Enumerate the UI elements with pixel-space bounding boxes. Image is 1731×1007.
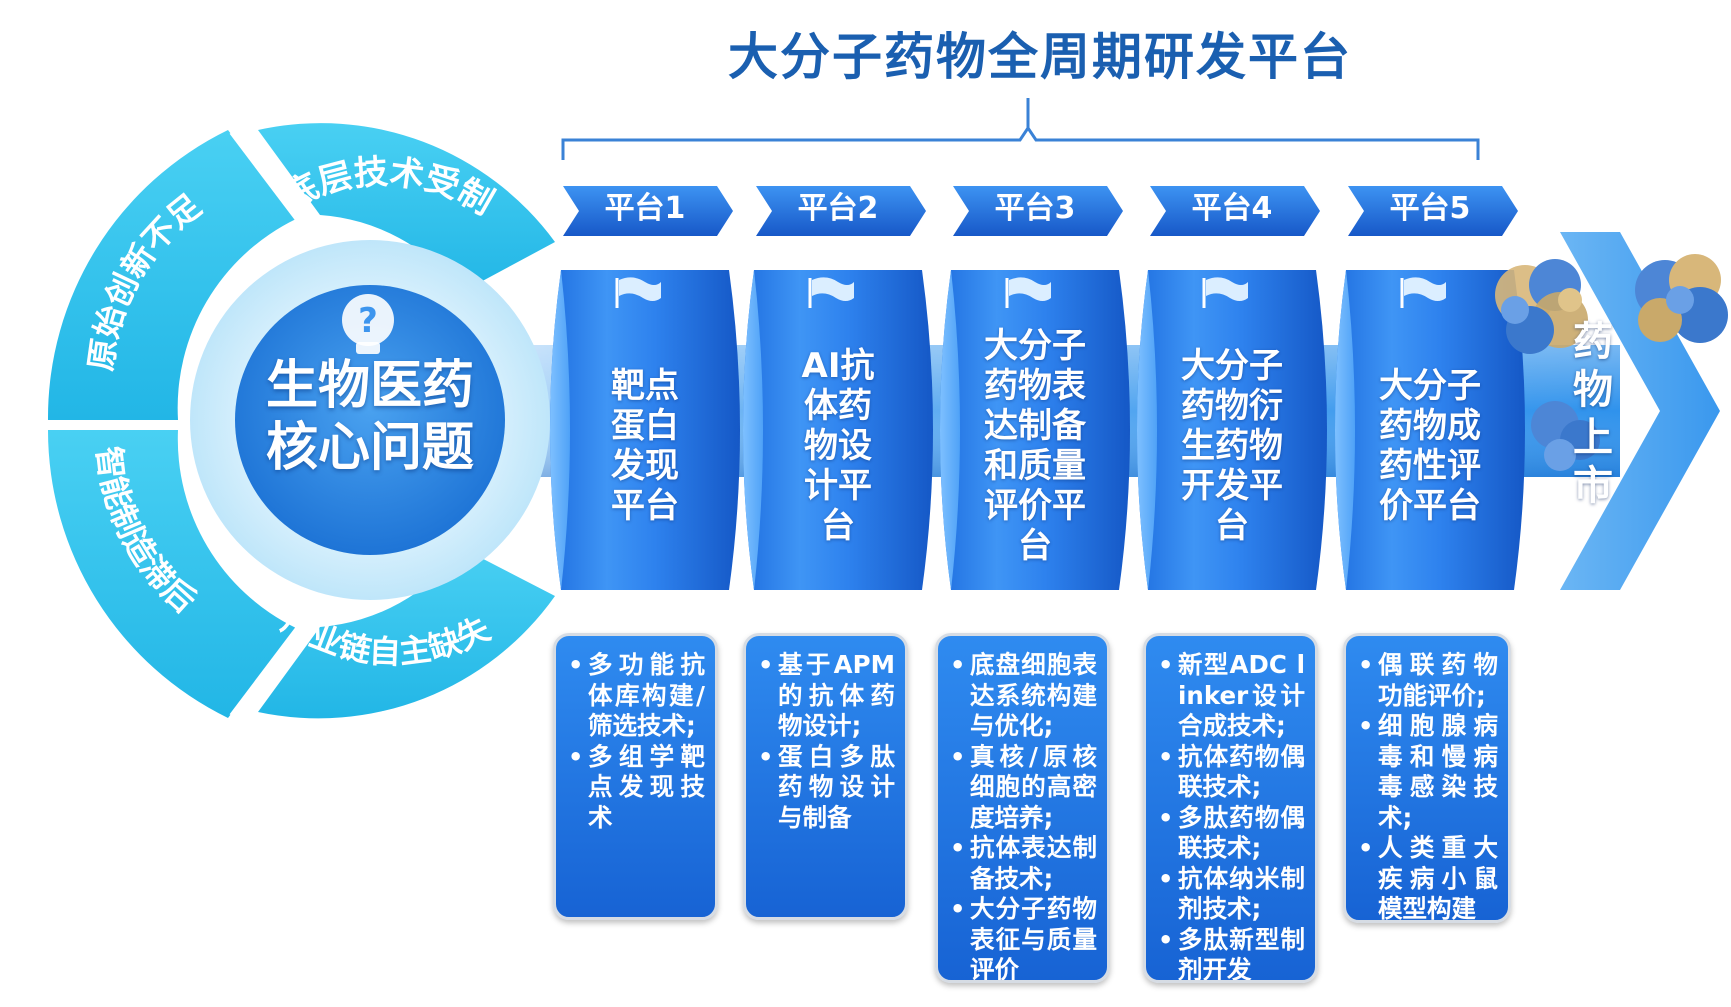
detail-item: 底盘细胞表达系统构建与优化;	[950, 650, 1097, 742]
platform-tag-3: 平台3	[994, 191, 1076, 226]
platform-name-line: 大分子	[1181, 346, 1283, 386]
platform-cylinder	[743, 270, 933, 590]
platform-detail-box-4: 新型ADC linker设计合成技术;抗体药物偶联技术;多肽药物偶联技术;抗体纳…	[1143, 633, 1318, 983]
flag-icon	[1400, 277, 1446, 308]
platform-bracket	[561, 125, 1480, 160]
platform-name-line: 价平台	[1379, 486, 1481, 526]
core-line-1: 生物医药	[265, 356, 474, 416]
flag-icon	[808, 277, 854, 308]
market-label: 药物上市	[1573, 319, 1613, 509]
ring-segment-left-bottom	[47, 430, 296, 718]
core-line-2: 核心问题	[265, 418, 474, 478]
platform-detail-box-5: 偶联药物功能评价;细胞腺病毒和慢病毒感染技术;人类重大疾病小鼠模型构建	[1343, 633, 1511, 923]
question-bulb-icon: ?	[342, 294, 394, 354]
platform-tag-2: 平台2	[797, 191, 879, 226]
platform-detail-box-3: 底盘细胞表达系统构建与优化;真核/原核细胞的高密度培养;抗体表达制备技术;大分子…	[935, 633, 1110, 983]
problem-ring	[40, 123, 555, 719]
platform-name-line: 台	[1215, 506, 1249, 546]
detail-item: 多组学靶点发现技术	[568, 742, 705, 834]
detail-item: 细胞腺病毒和慢病毒感染技术;	[1358, 711, 1498, 833]
detail-item: 多功能抗体库构建/筛选技术;	[568, 650, 705, 742]
detail-list: 偶联药物功能评价;细胞腺病毒和慢病毒感染技术;人类重大疾病小鼠模型构建	[1356, 650, 1498, 920]
svg-text:?: ?	[358, 301, 378, 341]
platform-tag-shape	[953, 186, 1123, 236]
detail-item: 大分子药物表征与质量评价	[950, 894, 1097, 980]
platform-cylinder	[940, 270, 1130, 590]
platform-name-line: 药性评	[1379, 446, 1481, 486]
platform-name-line: 发现	[611, 446, 679, 486]
platform-tag-shape	[756, 186, 926, 236]
detail-item: 偶联药物功能评价;	[1358, 650, 1498, 711]
ring-segment-left-top	[47, 130, 297, 420]
detail-item: 蛋白多肽药物设计与制备	[758, 742, 895, 834]
detail-item: 多肽新型制剂开发	[1158, 925, 1305, 981]
platform-name-2: AI抗体药物设计平台	[754, 346, 922, 546]
platform-name-line: 计平	[804, 466, 872, 506]
platform-name-3: 大分子药物表达制备和质量评价平台	[951, 326, 1119, 566]
platform-cylinder-cap	[743, 270, 763, 590]
platform-cylinder-cap	[940, 270, 960, 590]
ring-segment-bottom	[258, 548, 555, 719]
platform-detail-box-2: 基于APM的抗体药物设计;蛋白多肽药物设计与制备	[743, 633, 908, 920]
detail-list: 新型ADC linker设计合成技术;抗体药物偶联技术;多肽药物偶联技术;抗体纳…	[1156, 650, 1305, 981]
detail-item: 抗体药物偶联技术;	[1158, 742, 1305, 803]
platform-name-line: 药物成	[1379, 406, 1481, 446]
platform-cylinder-cap	[1137, 270, 1157, 590]
platform-name-line: 开发平	[1181, 466, 1283, 506]
platform-name-1: 靶点蛋白发现平台	[561, 366, 729, 526]
platform-tag-shape	[1150, 186, 1320, 236]
page-title: 大分子药物全周期研发平台	[728, 28, 1352, 86]
platform-name-line: 蛋白	[611, 406, 679, 446]
detail-item: 人类重大疾病小鼠模型构建	[1358, 833, 1498, 920]
platform-name-line: 大分子	[984, 326, 1086, 366]
flag-icon	[1005, 277, 1051, 308]
platform-tag-shape	[1348, 186, 1518, 236]
platform-name-line: 台	[821, 506, 855, 546]
platform-name-line: 平台	[611, 486, 679, 526]
detail-list: 底盘细胞表达系统构建与优化;真核/原核细胞的高密度培养;抗体表达制备技术;大分子…	[948, 650, 1097, 980]
platform-name-5: 大分子药物成药性评价平台	[1346, 366, 1514, 526]
platform-cylinder-cap	[1335, 270, 1355, 590]
detail-item: 新型ADC linker设计合成技术;	[1158, 650, 1305, 742]
detail-item: 抗体纳米制剂技术;	[1158, 864, 1305, 925]
protein-structure-icon	[1495, 254, 1728, 471]
detail-item: 基于APM的抗体药物设计;	[758, 650, 895, 742]
flag-icon	[1202, 277, 1248, 308]
core-problem-title: 生物医药 核心问题	[220, 355, 520, 479]
platform-name-line: 药物衍	[1181, 386, 1283, 426]
platform-name-line: 和质量	[984, 446, 1086, 486]
platform-name-line: 大分子	[1379, 366, 1481, 406]
detail-list: 基于APM的抗体药物设计;蛋白多肽药物设计与制备	[756, 650, 895, 833]
detail-list: 多功能抗体库构建/筛选技术;多组学靶点发现技术	[566, 650, 705, 833]
platform-tag-4: 平台4	[1191, 191, 1273, 226]
platform-name-line: 体药	[804, 386, 872, 426]
platform-tag-1: 平台1	[604, 191, 686, 226]
platform-name-line: 达制备	[984, 406, 1086, 446]
platform-cylinders	[550, 270, 1525, 590]
platform-tags	[563, 186, 1518, 236]
platform-cylinder	[1137, 270, 1327, 590]
platform-tag-shape	[563, 186, 733, 236]
platform-tag-5: 平台5	[1389, 191, 1471, 226]
platform-name-4: 大分子药物衍生药物开发平台	[1148, 346, 1316, 546]
platform-name-line: 评价平	[984, 486, 1086, 526]
flag-icon	[615, 277, 661, 308]
platform-cylinder	[1335, 270, 1525, 590]
platform-detail-box-1: 多功能抗体库构建/筛选技术;多组学靶点发现技术	[553, 633, 718, 920]
platform-name-line: 生药物	[1181, 426, 1283, 466]
platform-name-line: 物设	[804, 426, 872, 466]
platform-name-line: AI抗	[801, 346, 875, 386]
detail-item: 多肽药物偶联技术;	[1158, 803, 1305, 864]
ring-segment-top	[258, 123, 555, 293]
detail-item: 真核/原核细胞的高密度培养;	[950, 742, 1097, 834]
platform-cylinder-cap	[550, 270, 570, 590]
core-circle	[235, 285, 505, 555]
platform-name-line: 靶点	[611, 366, 679, 406]
detail-item: 抗体表达制备技术;	[950, 833, 1097, 894]
platform-cylinder	[550, 270, 740, 590]
platform-name-line: 台	[1018, 526, 1052, 566]
platform-name-line: 药物表	[984, 366, 1086, 406]
